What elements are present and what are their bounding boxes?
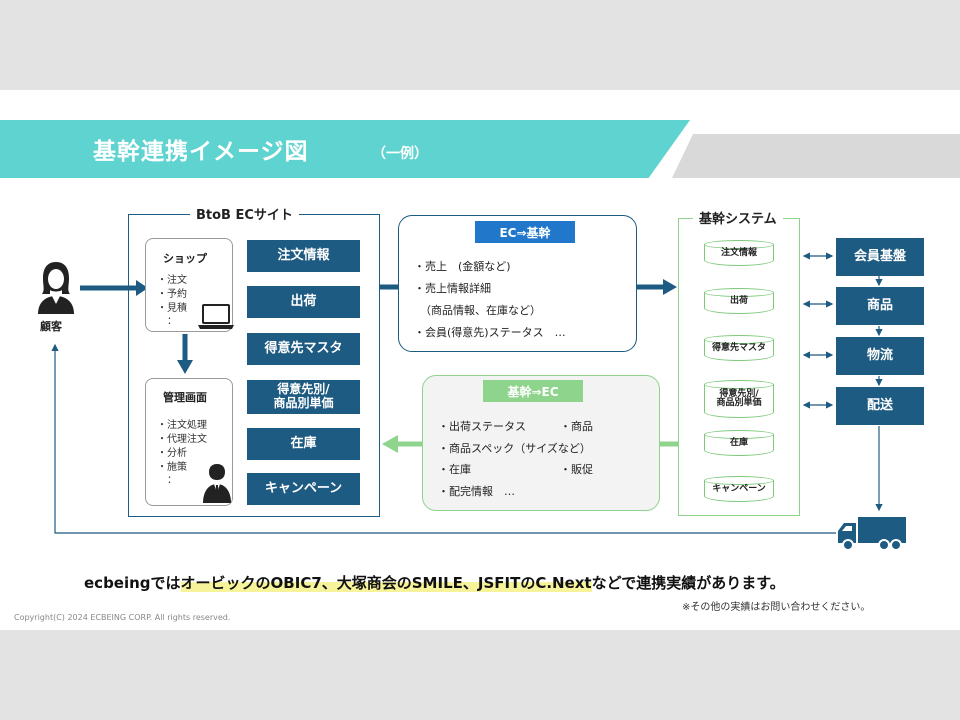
shop-title: ショップ: [163, 252, 207, 265]
core-to-ec-line: ・配完情報 …: [438, 485, 515, 498]
ec-module-shipping: 出荷: [247, 286, 360, 318]
bottom-statement: ecbeingではオービックのOBIC7、大塚商会のSMILE、JSFITのC.…: [84, 572, 785, 593]
ec-site-label: BtoB ECサイト: [190, 204, 299, 223]
core-to-ec-line: ・販促: [560, 463, 593, 476]
db-customer-master: 得意先マスタ: [704, 335, 774, 361]
customer-label: 顧客: [40, 320, 62, 333]
db-order: 注文情報: [704, 240, 774, 266]
core-to-ec-line: ・出荷ステータス: [438, 420, 526, 433]
ext-logistics: 物流: [836, 337, 924, 375]
ec-to-core-line: ・売上 (金額など): [414, 260, 511, 273]
shop-item: ・注文: [157, 275, 187, 286]
admin-item: ・注文処理: [157, 420, 207, 431]
title-band: [0, 120, 690, 178]
admin-item: ：: [157, 475, 177, 486]
admin-item: ・分析: [157, 448, 187, 459]
core-to-ec-line: ・在庫: [438, 463, 471, 476]
ext-product: 商品: [836, 287, 924, 325]
ec-module-campaign: キャンペーン: [247, 473, 360, 505]
db-shipping: 出荷: [704, 288, 774, 314]
core-to-ec-line: ・商品: [560, 420, 593, 433]
core-system-label: 基幹システム: [693, 208, 783, 227]
core-to-ec-header: 基幹⇒EC: [483, 380, 583, 402]
admin-item: ・代理注文: [157, 434, 207, 445]
ec-to-core-header: EC⇒基幹: [475, 221, 575, 243]
page-subtitle: （一例）: [372, 146, 428, 162]
ec-module-stock: 在庫: [247, 428, 360, 460]
db-campaign: キャンペーン: [704, 476, 774, 502]
ec-to-core-line: ・会員(得意先)ステータス …: [414, 326, 566, 339]
staff-icon: [203, 464, 231, 503]
copyright: Copyright(C) 2024 ECBEING CORP. All righ…: [14, 613, 231, 622]
db-stock: 在庫: [704, 430, 774, 456]
page-title: 基幹連携イメージ図: [93, 139, 309, 165]
bottom-suffix: などで連携実績があります。: [591, 574, 785, 592]
customer-icon: [38, 262, 74, 314]
ext-member-base: 会員基盤: [836, 238, 924, 276]
core-to-ec-line: ・商品スペック（サイズなど）: [438, 442, 591, 455]
ec-to-core-line: （商品情報、在庫など）: [420, 304, 541, 317]
ec-to-core-line: ・売上情報詳細: [414, 282, 491, 295]
bottom-highlight: オービックのOBIC7、大塚商会のSMILE、JSFITのC.Next: [180, 574, 592, 592]
shop-item: ：: [157, 316, 177, 327]
ec-module-price: 得意先別/ 商品別単価: [247, 380, 360, 414]
note: ※その他の実績はお問い合わせください。: [682, 602, 871, 613]
ec-module-customer-master: 得意先マスタ: [247, 333, 360, 365]
ec-module-order: 注文情報: [247, 240, 360, 272]
admin-title: 管理画面: [163, 391, 207, 404]
bottom-prefix: ecbeingでは: [84, 574, 181, 592]
truck-icon: [838, 517, 906, 551]
db-price: 得意先別/ 商品別単価: [704, 380, 774, 418]
title-accent: [672, 134, 960, 178]
shop-item: ・見積: [157, 303, 187, 314]
connector-lines: [51, 252, 883, 534]
ext-delivery: 配送: [836, 387, 924, 425]
admin-item: ・施策: [157, 462, 187, 473]
slide: 基幹連携イメージ図 （一例）: [0, 90, 960, 630]
laptop-icon: [198, 304, 234, 329]
shop-item: ・予約: [157, 289, 187, 300]
